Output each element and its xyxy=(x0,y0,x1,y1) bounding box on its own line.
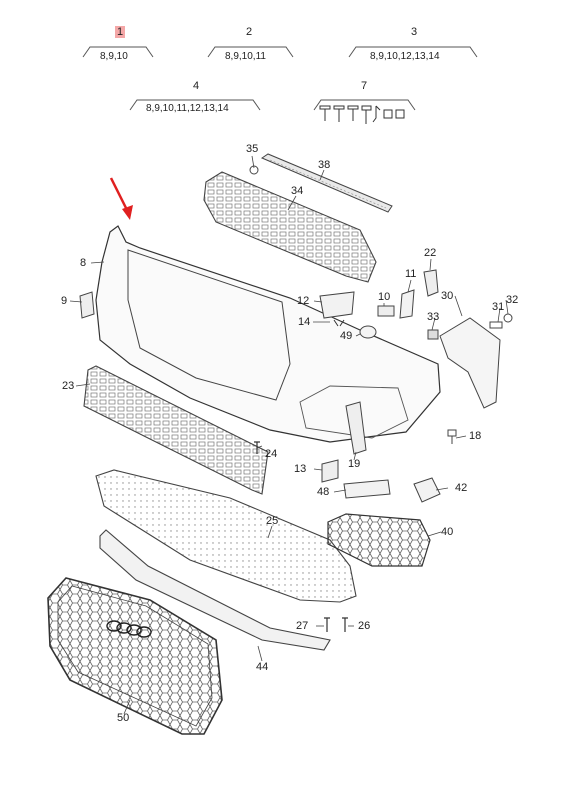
part-26 xyxy=(342,617,348,632)
callout-10: 10 xyxy=(378,291,391,303)
group-label-7: 7 xyxy=(361,80,368,92)
part-33 xyxy=(427,329,439,340)
group-label-3: 3 xyxy=(411,26,418,38)
part-32 xyxy=(503,313,513,323)
callout-35: 35 xyxy=(246,143,259,155)
part-40-fog-grille xyxy=(327,513,431,567)
bumper-cover xyxy=(95,225,441,443)
callout-34: 34 xyxy=(291,185,304,197)
callout-23: 23 xyxy=(62,380,75,392)
part-9 xyxy=(79,291,95,319)
part-23-lower-grille xyxy=(83,365,269,495)
part-30-bracket xyxy=(439,317,501,409)
part-42 xyxy=(413,477,441,503)
group-label-2: 2 xyxy=(246,26,253,38)
callout-49: 49 xyxy=(340,330,353,342)
group-sub-2: 8,9,10,11 xyxy=(225,51,266,62)
part-49 xyxy=(359,325,377,339)
part-25-underbody xyxy=(95,469,357,603)
callout-31: 31 xyxy=(492,301,505,313)
header-brackets xyxy=(82,46,478,111)
group-sub-3: 8,9,10,12,13,14 xyxy=(370,51,440,62)
four-rings-logo-icon xyxy=(106,620,152,638)
part-50-main-grille xyxy=(47,577,223,735)
callout-50: 50 xyxy=(117,712,130,724)
callout-19: 19 xyxy=(348,458,361,470)
part-10 xyxy=(377,305,395,317)
callout-26: 26 xyxy=(358,620,371,632)
group-label-4: 4 xyxy=(193,80,200,92)
group-sub-4: 8,9,10,11,12,13,14 xyxy=(146,103,229,114)
part-44-trim-strip xyxy=(99,529,331,651)
part-34-bracket xyxy=(203,171,377,283)
part-13 xyxy=(321,459,339,483)
callout-44: 44 xyxy=(256,661,269,673)
red-arrow-icon xyxy=(109,177,133,220)
callout-32: 32 xyxy=(506,294,519,306)
fasteners-set xyxy=(319,105,405,124)
callout-14: 14 xyxy=(298,316,311,328)
callout-12: 12 xyxy=(297,295,310,307)
callout-9: 9 xyxy=(61,295,68,307)
callout-18: 18 xyxy=(469,430,482,442)
callout-25: 25 xyxy=(266,515,279,527)
part-38-strip xyxy=(260,153,393,213)
callout-8: 8 xyxy=(80,257,87,269)
part-31 xyxy=(489,321,503,329)
part-48 xyxy=(343,479,391,499)
callout-13: 13 xyxy=(294,463,307,475)
part-12 xyxy=(319,291,355,319)
callout-27: 27 xyxy=(296,620,309,632)
callout-22: 22 xyxy=(424,247,437,259)
group-sub-1: 8,9,10 xyxy=(100,51,128,62)
part-22 xyxy=(423,269,439,297)
callout-48: 48 xyxy=(317,486,330,498)
group-label-1: 1 xyxy=(115,26,126,38)
part-19 xyxy=(345,401,367,455)
callout-33: 33 xyxy=(427,311,440,323)
callout-30: 30 xyxy=(441,290,454,302)
callout-42: 42 xyxy=(455,482,468,494)
part-11 xyxy=(399,289,415,319)
part-18 xyxy=(447,429,457,444)
part-27 xyxy=(324,617,330,632)
callout-40: 40 xyxy=(441,526,454,538)
callout-11: 11 xyxy=(405,268,417,280)
callout-38: 38 xyxy=(318,159,331,171)
callout-24: 24 xyxy=(265,448,278,460)
leader-lines xyxy=(69,155,509,715)
